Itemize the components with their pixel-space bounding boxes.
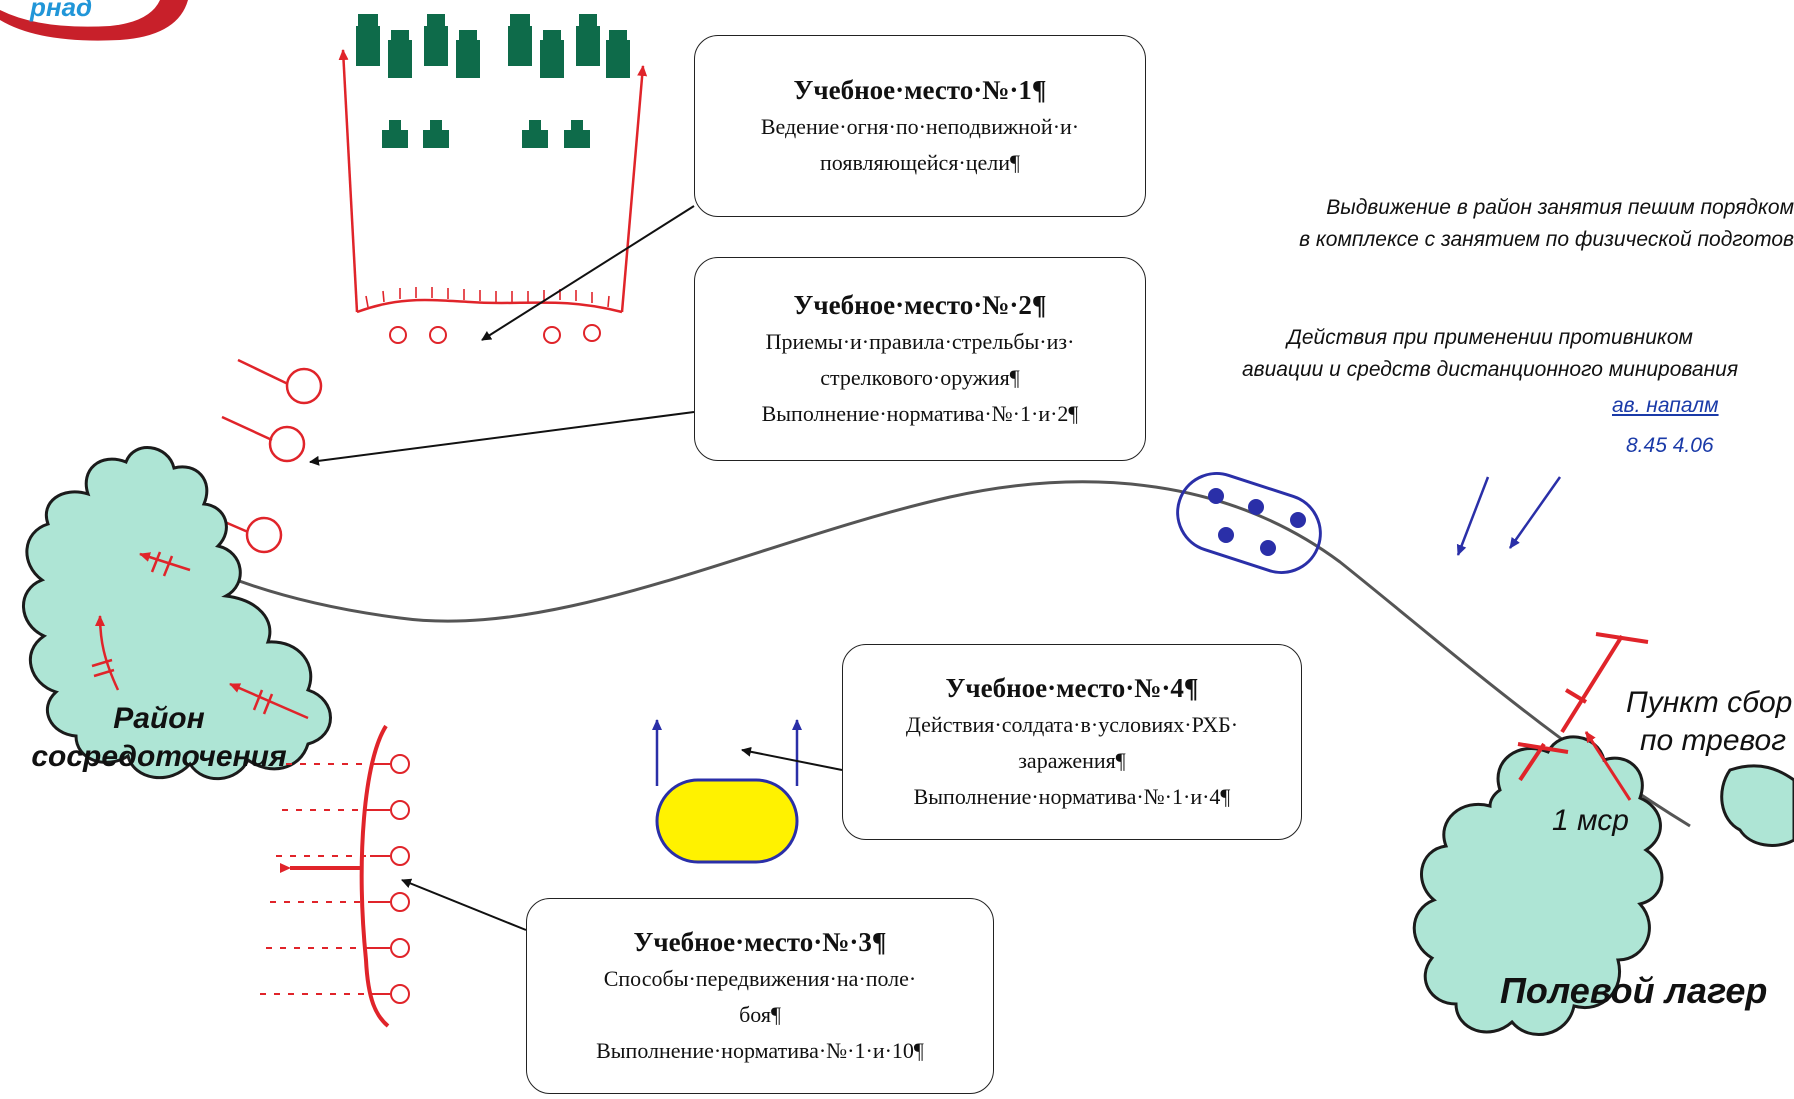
post-1-title: Учебное·место·№·1¶ xyxy=(793,75,1047,105)
alarm-point-line-1: Пункт сбор xyxy=(1626,686,1793,719)
time-label: 8.45 4.06 xyxy=(1626,434,1714,457)
emblem-logo: рнад xyxy=(0,0,188,41)
post-2-title: Учебное·место·№·2¶ xyxy=(793,290,1047,320)
concentration-area xyxy=(22,446,332,780)
unit-label: 1 мср xyxy=(1552,804,1629,837)
post-4-line-3: Выполнение·норматива·№·1·и·4¶ xyxy=(913,784,1231,809)
post-2-line-2: стрелкового·оружия¶ xyxy=(820,365,1020,390)
movement-note: Выдвижение в район занятия пешим порядко… xyxy=(1190,192,1794,256)
movement-note-line-2: в комплексе с занятием по физической под… xyxy=(1299,228,1794,251)
post-3-line-3: Выполнение·норматива·№·1·и·10¶ xyxy=(596,1038,924,1063)
post-4-line-1: Действия·солдата·в·условиях·РХБ· xyxy=(905,712,1239,737)
post-4-title: Учебное·место·№·4¶ xyxy=(945,673,1199,703)
movement-note-line-1: Выдвижение в район занятия пешим порядко… xyxy=(1326,196,1794,219)
firing-range xyxy=(338,14,648,344)
concentration-label: Район сосредоточения xyxy=(14,700,304,776)
air-actions-note: Действия при применении противником авиа… xyxy=(1186,322,1794,386)
post-2-line-3: Выполнение·норматива·№·1·и·2¶ xyxy=(761,401,1079,426)
alarm-point-line-2: по тревог xyxy=(1640,724,1787,757)
target-row-upper xyxy=(356,14,630,78)
post-3-line-1: Способы·передвижения·на·поле· xyxy=(603,966,917,991)
movement-line xyxy=(260,724,410,1028)
shooting-positions xyxy=(196,358,323,554)
vehicle-group xyxy=(1176,471,1322,575)
concentration-label-line-1: Район xyxy=(113,702,205,735)
post-3-title: Учебное·место·№·3¶ xyxy=(633,927,887,957)
air-attack-arrows xyxy=(1456,476,1562,556)
alarm-point-label: Пункт сбор по тревог xyxy=(1626,684,1792,760)
concentration-label-line-2: сосредоточения xyxy=(31,740,287,773)
napalm-label: ав. напалм xyxy=(1612,394,1719,417)
post-3-box: Учебное·место·№·3¶ Способы·передвижения·… xyxy=(526,898,994,1094)
post-4-line-2: заражения¶ xyxy=(1018,748,1126,773)
post-2-box: Учебное·место·№·2¶ Приемы·и·правила·стре… xyxy=(694,257,1146,461)
post-3-line-2: боя¶ xyxy=(739,1002,781,1027)
contamination-zone xyxy=(652,719,802,864)
concentration-arrows xyxy=(91,551,309,720)
pointer-arrows xyxy=(309,205,843,931)
air-actions-note-line-1: Действия при применении противником xyxy=(1287,326,1693,349)
post-1-line-1: Ведение·огня·по·неподвижной·и· xyxy=(760,114,1080,139)
target-row-lower xyxy=(382,120,590,148)
field-camp xyxy=(1412,735,1794,1037)
route-road xyxy=(84,480,1691,828)
post-1-line-2: появляющейся·цели¶ xyxy=(819,150,1021,175)
post-2-line-1: Приемы·и·правила·стрельбы·из· xyxy=(765,329,1075,354)
post-1-box: Учебное·место·№·1¶ Ведение·огня·по·непод… xyxy=(694,35,1146,217)
air-actions-note-line-2: авиации и средств дистанционного миниров… xyxy=(1241,358,1739,381)
field-camp-label: Полевой лагер xyxy=(1500,970,1768,1011)
post-4-box: Учебное·место·№·4¶ Действия·солдата·в·ус… xyxy=(842,644,1302,840)
svg-text:рнад: рнад xyxy=(29,0,92,22)
alarm-point-marks xyxy=(1517,632,1649,801)
